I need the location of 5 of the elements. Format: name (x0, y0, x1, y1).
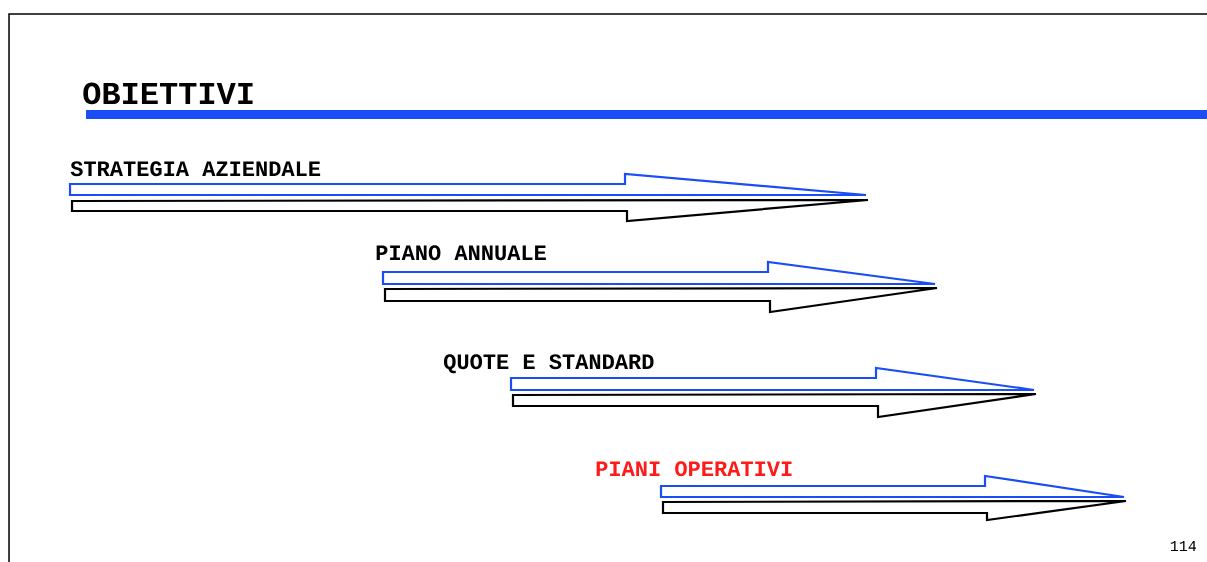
arrow-heading: QUOTE E STANDARD (444, 354, 654, 374)
arrow-heading: PIANI OPERATIVI (596, 461, 792, 477)
arrow-heading: PIANO ANNUALE (376, 245, 546, 261)
slide-title: OBIETTIVI (83, 82, 253, 105)
page-number: 114 (1170, 541, 1197, 551)
